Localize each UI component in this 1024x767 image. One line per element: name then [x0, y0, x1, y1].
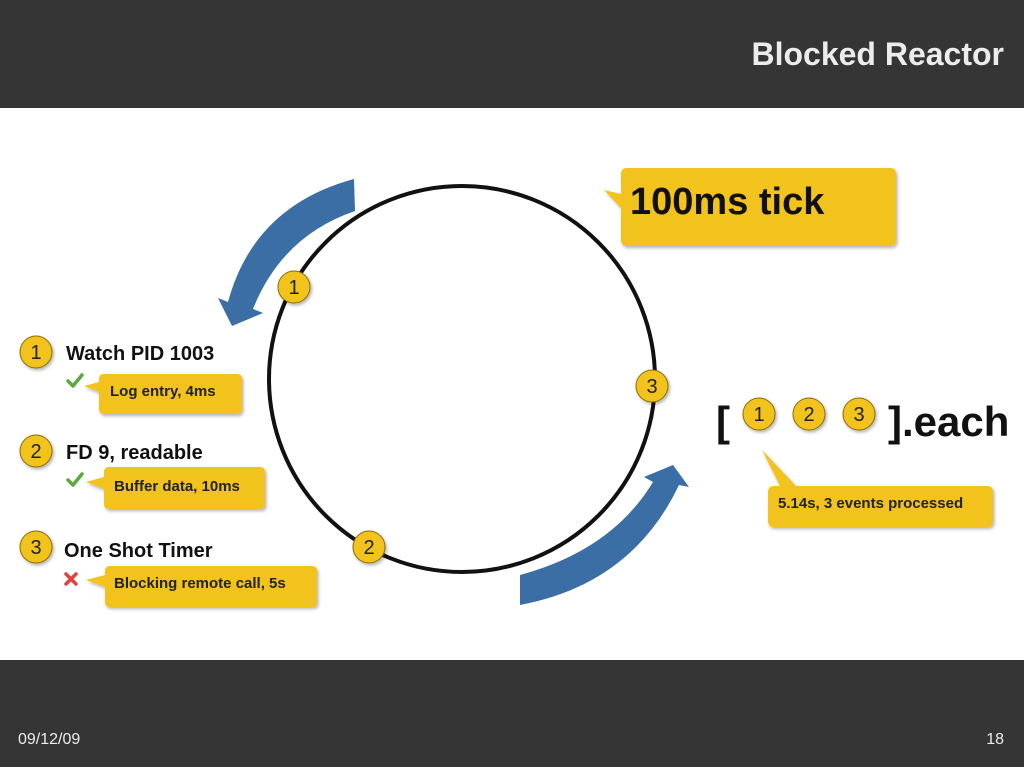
event-3-callout — [86, 566, 317, 607]
event-2-detail: Buffer data, 10ms — [114, 478, 240, 495]
header-bar — [0, 0, 1024, 108]
event-3-badge — [19, 530, 53, 564]
loop-marker-1 — [277, 270, 311, 304]
event-1-detail: Log entry, 4ms — [110, 383, 216, 400]
iteration-item-2 — [792, 397, 826, 431]
loop-marker-3 — [635, 369, 669, 403]
footer-date: 09/12/09 — [18, 731, 81, 748]
loop-arrow-bottom-right — [520, 465, 689, 605]
iteration-item-2-label: 2 — [803, 404, 814, 426]
event-3-number: 3 — [30, 537, 41, 559]
iteration-item-3-label: 3 — [853, 404, 864, 426]
event-1-badge — [19, 335, 53, 369]
loop-marker-1-label: 1 — [288, 277, 299, 299]
check-icon — [66, 373, 84, 388]
iteration-open-bracket: [ — [716, 398, 730, 445]
tick-callout — [604, 168, 896, 246]
iteration-item-3 — [842, 397, 876, 431]
iteration-item-1-label: 1 — [753, 404, 764, 426]
loop-marker-2 — [352, 530, 386, 564]
footer-page-number: 18 — [986, 731, 1004, 748]
loop-arrow-top-left — [218, 179, 355, 326]
event-2-callout — [86, 467, 265, 509]
event-loop-circle — [267, 184, 657, 574]
event-3-label: One Shot Timer — [64, 540, 213, 562]
event-2-badge — [19, 434, 53, 468]
loop-marker-3-label: 3 — [646, 376, 657, 398]
iteration-item-1 — [742, 397, 776, 431]
event-1-label: Watch PID 1003 — [66, 343, 214, 365]
iteration-each-suffix: ].each — [888, 398, 1009, 445]
footer-bar — [0, 660, 1024, 767]
event-3-detail: Blocking remote call, 5s — [114, 575, 286, 592]
summary-callout — [762, 450, 993, 527]
tick-callout-text: 100ms tick — [630, 181, 825, 223]
loop-marker-2-label: 2 — [363, 537, 374, 559]
event-1-callout — [84, 374, 242, 414]
event-2-number: 2 — [30, 441, 41, 463]
check-icon — [66, 472, 84, 487]
event-2-label: FD 9, readable — [66, 442, 203, 464]
summary-callout-text: 5.14s, 3 events processed — [778, 495, 963, 512]
event-1-number: 1 — [30, 342, 41, 364]
slide-title: Blocked Reactor — [751, 36, 1004, 72]
cross-icon — [64, 572, 78, 586]
